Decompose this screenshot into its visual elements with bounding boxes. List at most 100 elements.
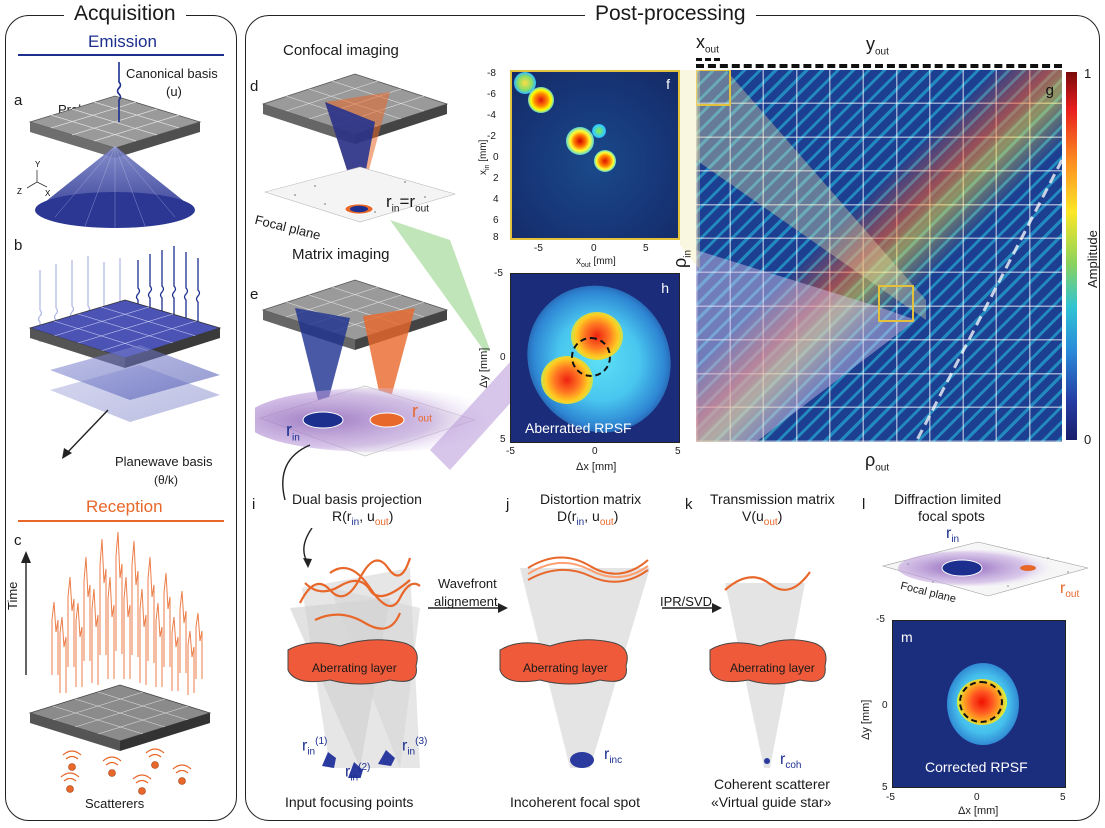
rout-label-l: rout (1060, 580, 1080, 601)
virtual-guide-star-caption: «Virtual guide star» (711, 794, 832, 810)
incoherent-focal-spot-caption: Incoherent focal spot (510, 794, 640, 810)
m-xtick: 5 (1060, 792, 1066, 803)
distortion-title: Distortion matrix (540, 491, 642, 507)
matrix-imaging-title: Matrix imaging (292, 246, 390, 263)
panel-f-ylabel: xin [mm] (478, 139, 491, 175)
reception-heading: Reception (86, 497, 163, 516)
acquisition-title: Acquisition (64, 2, 186, 26)
f-ytick: 4 (493, 194, 499, 205)
confocal-imaging-title: Confocal imaging (283, 42, 399, 59)
aberrating-layer-k: Aberrating layer (730, 661, 815, 675)
emission-probe-illustration: Y X Z (17, 62, 202, 228)
emission-heading: Emission (88, 32, 157, 51)
f-blob-3 (566, 127, 594, 155)
axis-x-label: X (45, 189, 51, 198)
f-ytick: 0 (493, 152, 499, 163)
panel-m-letter: m (901, 629, 913, 645)
f-xtick: -5 (534, 243, 543, 254)
rho-in-label: ρin (670, 249, 694, 268)
scatterers-label: Scatterers (85, 796, 145, 811)
f-blob-1 (528, 87, 554, 113)
panel-b-letter: b (14, 237, 23, 254)
e-to-i-arrow (282, 444, 311, 501)
rcoh-label: rcoh (780, 751, 802, 772)
rin-2-label: rin(2) (345, 762, 371, 784)
wavefront-label-1: Wavefront (438, 576, 497, 591)
planewave-illustration (28, 246, 222, 459)
reception-illustration (21, 531, 212, 795)
rinc-label: rinc (604, 746, 623, 767)
panel-f-image: f (510, 70, 680, 240)
planewave-basis-label: Planewave basis (115, 454, 213, 469)
panel-c-letter: c (14, 532, 22, 549)
rin-label-l: rin (946, 525, 960, 546)
colorbar (1066, 72, 1077, 440)
panel-a-letter: a (14, 92, 23, 109)
matrix-imaging-illustration (255, 279, 505, 457)
panel-k-letter: k (685, 496, 693, 513)
h-ytick: 5 (500, 434, 506, 445)
d-to-h-beam (390, 220, 490, 352)
grid-to-f-beam (680, 70, 700, 270)
f-ytick: -2 (487, 131, 496, 142)
transmission-title: Transmission matrix (710, 491, 835, 507)
panel-i-letter: i (252, 496, 256, 513)
coherent-scatterer-caption: Coherent scatterer (714, 776, 830, 792)
panel-d-letter: d (250, 78, 259, 95)
rin-eq-rout-label: rin=rout (386, 192, 429, 215)
f-ytick: -4 (487, 110, 496, 121)
time-label: Time (5, 581, 20, 610)
ipr-svd-label: IPR/SVD (660, 594, 713, 609)
m-xtick: 0 (974, 792, 980, 803)
aberrating-layer-i: Aberrating layer (312, 661, 397, 675)
input-focusing-points-caption: Input focusing points (285, 794, 414, 810)
rin-3-label: rin(3) (402, 736, 428, 758)
h-xtick: 0 (592, 446, 598, 457)
f-ytick: 8 (493, 232, 499, 243)
yout-bar (696, 64, 1062, 68)
rin-1-label: rin(1) (302, 736, 328, 758)
f-blob-4 (594, 150, 616, 172)
panel-h-xlabel: Δx [mm] (576, 461, 617, 473)
rho-out-label: ρout (865, 450, 890, 474)
panel-g-letter: g (1045, 82, 1054, 99)
panel-h-ylabel: Δy [mm] (478, 347, 490, 388)
panel-m-ylabel: Δy [mm] (860, 699, 872, 740)
reception-divider (18, 520, 224, 522)
colorbar-max: 1 (1084, 66, 1092, 81)
f-blob-5 (592, 124, 606, 138)
m-ytick: 5 (882, 782, 888, 793)
emission-divider (18, 54, 224, 56)
f-ytick: -6 (487, 89, 496, 100)
grid-overlays (696, 70, 1062, 442)
colorbar-min: 0 (1084, 432, 1092, 447)
axis-z-label: Z (17, 187, 22, 196)
panel-e-letter: e (250, 286, 259, 303)
yout-label: yout (866, 34, 889, 58)
f-blob-2 (514, 72, 536, 94)
panel-h-caption: Aberratted RPSF (525, 420, 632, 436)
axis-y-label: Y (35, 160, 41, 169)
rout-label-e: rout (412, 401, 432, 425)
h-ytick: -5 (494, 268, 503, 279)
f-ytick: -8 (487, 68, 496, 79)
colorbar-label: Amplitude (1085, 230, 1100, 288)
rin-label-e: rin (286, 420, 300, 444)
reflection-matrix-grid: g (696, 70, 1062, 442)
postprocessing-title: Post-processing (585, 2, 756, 26)
aberrating-layer-j: Aberrating layer (523, 661, 608, 675)
panel-l-letter: l (862, 496, 866, 513)
diffraction-title-2: focal spots (918, 508, 985, 524)
f-xtick: 0 (591, 243, 597, 254)
beam-illustrations (287, 528, 827, 778)
h-xtick: 5 (675, 446, 681, 457)
panel-h-image: h Aberratted RPSF (510, 273, 680, 443)
canonical-basis-label: Canonical basis (126, 66, 218, 81)
f-ytick: 2 (493, 173, 499, 184)
panel-f-letter: f (666, 76, 670, 92)
V-expression: V(uout) (742, 508, 783, 528)
grid-texture (696, 70, 1062, 442)
dual-basis-title: Dual basis projection (292, 491, 422, 507)
panel-h-letter: h (661, 280, 669, 296)
h-xtick: -5 (506, 446, 515, 457)
